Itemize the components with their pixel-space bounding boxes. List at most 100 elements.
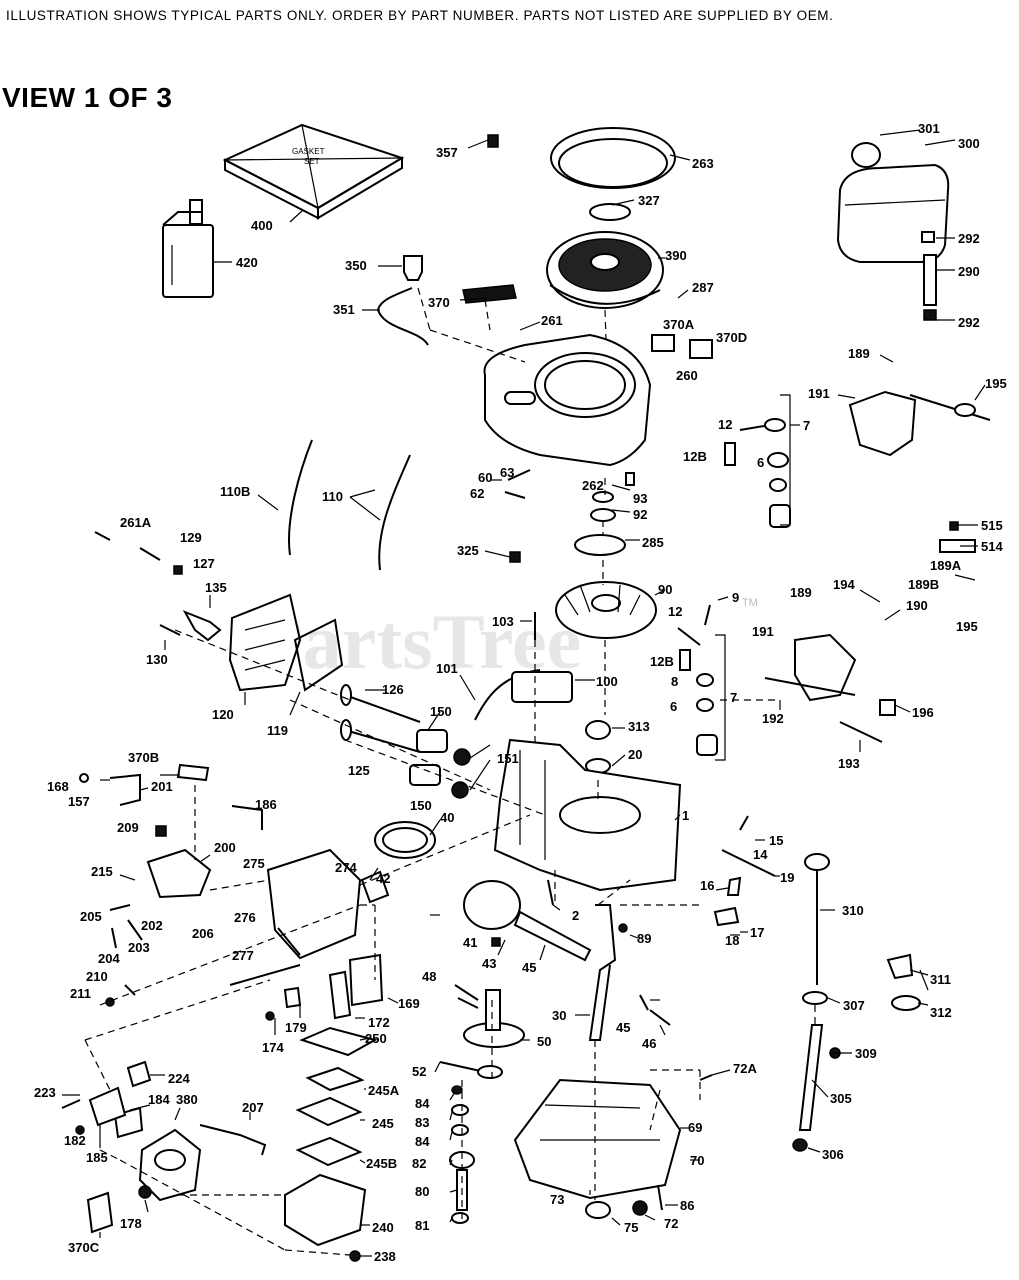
bolt-48 bbox=[454, 984, 479, 1009]
label-261: 261 bbox=[541, 313, 563, 328]
label-357: 357 bbox=[436, 145, 458, 160]
label-250: 250 bbox=[365, 1031, 387, 1046]
bolt-86 bbox=[657, 1184, 663, 1211]
gasket-172 bbox=[328, 970, 352, 1020]
oil-sump-70 bbox=[513, 1078, 682, 1200]
watermark: PartsTree bbox=[255, 598, 581, 685]
label-6-top: 6 bbox=[757, 455, 764, 470]
watermark-tm: TM bbox=[742, 597, 758, 609]
assembly-dash-lines bbox=[84, 287, 816, 1256]
valve-126 bbox=[344, 694, 421, 723]
label-194: 194 bbox=[833, 577, 855, 592]
label-7-mid: 7 bbox=[730, 690, 737, 705]
dipstick-tube-305 bbox=[798, 1024, 824, 1131]
label-101: 101 bbox=[436, 661, 458, 676]
label-72: 72 bbox=[664, 1216, 678, 1231]
label-325: 325 bbox=[457, 543, 479, 558]
connecting-rod-45 bbox=[513, 910, 592, 962]
bracket-179 bbox=[283, 986, 302, 1009]
insulator-185 bbox=[88, 1086, 127, 1127]
label-135: 135 bbox=[205, 580, 227, 595]
screw-262 bbox=[625, 472, 635, 486]
gasket-text-1: GASKET bbox=[292, 147, 325, 156]
label-277: 277 bbox=[232, 948, 254, 963]
label-1: 1 bbox=[682, 808, 689, 823]
filter-245 bbox=[295, 1096, 363, 1127]
label-400: 400 bbox=[251, 218, 273, 233]
label-351: 351 bbox=[333, 302, 355, 317]
washer-6-top bbox=[767, 452, 789, 468]
rewind-starter-390 bbox=[546, 231, 664, 309]
label-69: 69 bbox=[688, 1120, 702, 1135]
valve-spring-150-b bbox=[409, 764, 441, 786]
screw-223 bbox=[61, 1099, 81, 1109]
label-276: 276 bbox=[234, 910, 256, 925]
crankshaft-30 bbox=[588, 904, 617, 1041]
label-73: 73 bbox=[550, 1192, 564, 1207]
gasket-text-2: SET bbox=[304, 157, 320, 166]
label-285: 285 bbox=[642, 535, 664, 550]
bolt-261A bbox=[94, 531, 111, 541]
screw-174 bbox=[265, 1011, 275, 1021]
governor-bracket-191-top bbox=[848, 390, 991, 457]
label-370D: 370D bbox=[716, 330, 747, 345]
label-126: 126 bbox=[382, 682, 404, 697]
screw-9 bbox=[704, 604, 711, 626]
label-62: 62 bbox=[470, 486, 484, 501]
label-45-rod: 45 bbox=[522, 960, 536, 975]
label-90: 90 bbox=[658, 582, 672, 597]
label-209: 209 bbox=[117, 820, 139, 835]
primer-bulb-350 bbox=[403, 255, 423, 281]
label-46: 46 bbox=[642, 1036, 656, 1051]
bolt-46 bbox=[649, 1009, 671, 1026]
bracket-201 bbox=[109, 773, 141, 806]
nut-178 bbox=[138, 1185, 152, 1199]
label-127: 127 bbox=[193, 556, 215, 571]
nut-93 bbox=[592, 491, 614, 503]
label-186: 186 bbox=[255, 797, 277, 812]
label-287: 287 bbox=[692, 280, 714, 295]
bolt-130 bbox=[159, 624, 181, 636]
washer-83 bbox=[451, 1104, 469, 1116]
label-309: 309 bbox=[855, 1046, 877, 1061]
label-263: 263 bbox=[692, 156, 714, 171]
o-ring-306 bbox=[792, 1138, 808, 1152]
filter-245B bbox=[295, 1136, 363, 1167]
label-350: 350 bbox=[345, 258, 367, 273]
label-15: 15 bbox=[769, 833, 783, 848]
label-168: 168 bbox=[47, 779, 69, 794]
cylinder-block-1 bbox=[493, 738, 682, 892]
bolt-129 bbox=[139, 547, 161, 561]
label-110B: 110B bbox=[220, 484, 250, 499]
label-312: 312 bbox=[930, 1005, 952, 1020]
label-182: 182 bbox=[64, 1133, 86, 1148]
pin-89 bbox=[618, 923, 628, 933]
nut-325 bbox=[509, 551, 521, 563]
plug-72 bbox=[632, 1200, 648, 1216]
decal-370B bbox=[176, 763, 210, 782]
label-70: 70 bbox=[690, 1153, 704, 1168]
label-245B: 245B bbox=[366, 1156, 397, 1171]
label-82: 82 bbox=[412, 1156, 426, 1171]
label-83: 83 bbox=[415, 1115, 429, 1130]
label-238: 238 bbox=[374, 1249, 396, 1264]
label-184: 184 bbox=[148, 1092, 170, 1107]
fuel-line-290 bbox=[923, 254, 937, 306]
label-89: 89 bbox=[637, 931, 651, 946]
label-30: 30 bbox=[552, 1008, 566, 1023]
bracket-276 bbox=[277, 927, 301, 956]
label-40: 40 bbox=[440, 810, 454, 825]
label-2: 2 bbox=[572, 908, 579, 923]
label-370B: 370B bbox=[128, 750, 159, 765]
label-17: 17 bbox=[750, 925, 764, 940]
label-260: 260 bbox=[676, 368, 698, 383]
leader-lines bbox=[62, 129, 986, 1257]
label-192: 192 bbox=[762, 711, 784, 726]
pin-retainer-43 bbox=[491, 937, 501, 947]
part-number-labels: 357 263 301 300 327 400 390 292 420 350 … bbox=[34, 121, 1007, 1264]
label-205: 205 bbox=[80, 909, 102, 924]
ground-wire-110B bbox=[288, 439, 313, 556]
label-204: 204 bbox=[98, 951, 120, 966]
tappet-12B-top bbox=[724, 442, 736, 466]
label-119: 119 bbox=[267, 723, 288, 738]
